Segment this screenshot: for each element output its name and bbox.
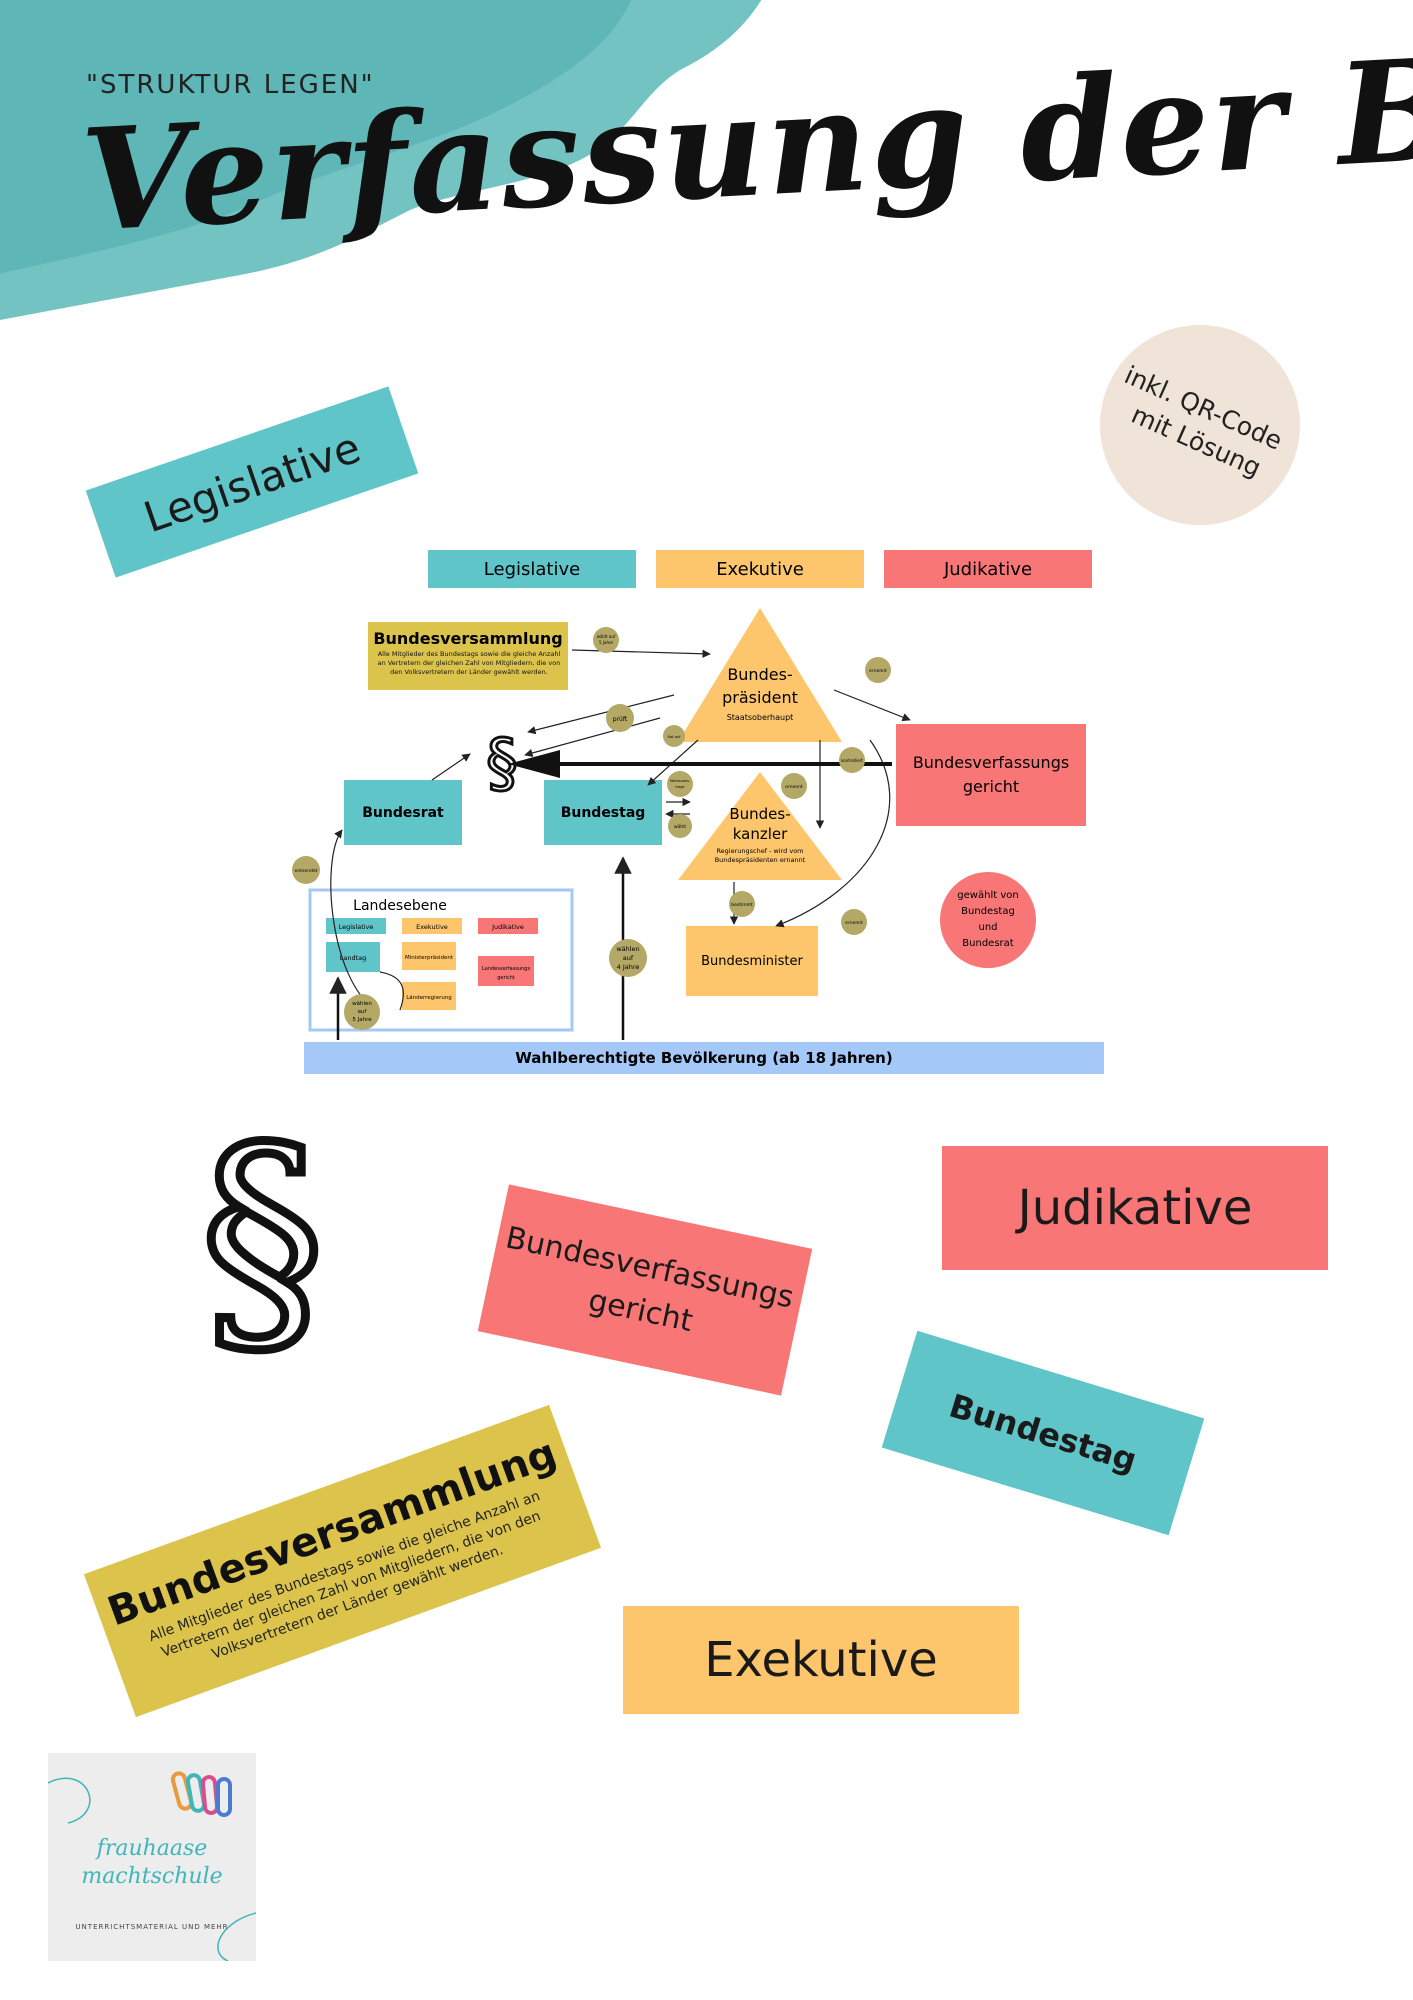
diagram-kanzler-line-2: kanzler [733, 825, 788, 843]
diagram-land-header-exekutive [402, 918, 462, 934]
diagram-bverfg [896, 724, 1086, 826]
paperclip-icon [48, 1771, 256, 1961]
card-judikative[interactable]: Judikative [942, 1146, 1328, 1270]
label-waehlen-bt-3: 4 Jahre [617, 963, 640, 971]
label-waehlt-1: wählt auf [597, 634, 616, 639]
diagram-population-label: Wahlberechtigte Bevölkerung (ab 18 Jahre… [515, 1049, 892, 1067]
diagram-header-exekutive-label: Exekutive [716, 559, 804, 580]
label-vertrauensfrage-2: frage [675, 785, 684, 789]
diagram-bverfg-line-1: Bundesverfassungs [913, 753, 1069, 772]
diagram-praesident-sub: Staatsoberhaupt [727, 713, 794, 722]
diagram-relation-labels: wählt auf 5 Jahre ernennt prüft löst auf… [292, 627, 891, 1030]
constitution-diagram: Legislative Exekutive Judikative Bundesv… [292, 550, 1104, 1074]
card-bundesversammlung[interactable]: Bundesversammlung Alle Mitglieder des Bu… [83, 1404, 602, 1718]
logo-name-line-2: machtschule [81, 1864, 223, 1889]
diagram-lverfg [478, 956, 534, 986]
label-waehlen-land-3: 5 Jahre [352, 1017, 372, 1023]
label-waehlen-bt-1: wählen [616, 945, 639, 953]
diagram-header-legislative-label: Legislative [484, 559, 580, 580]
label-waehlen-land-2: auf [358, 1009, 368, 1015]
label-vertrauensfrage-1: Vertrauens- [670, 779, 691, 783]
diagram-bundesversammlung-text: Alle Mitglieder des Bundestags sowie die… [377, 650, 561, 676]
label-waehlen-bt-2: auf [623, 954, 634, 962]
diagram-elected-line-3: und [978, 922, 997, 933]
card-exekutive-label: Exekutive [704, 1632, 938, 1688]
logo-tagline: UNTERRICHTSMATERIAL UND MEHR [75, 1923, 229, 1931]
diagram-laenderregierung-label: Länderregierung [406, 995, 452, 1001]
diagram-bundesrat-label: Bundesrat [362, 805, 444, 821]
label-ernennt-2: ernennt [785, 784, 803, 790]
card-judikative-label: Judikative [1017, 1180, 1253, 1236]
label-prueft: prüft [613, 716, 628, 723]
diagram-bundeskanzler [678, 772, 842, 880]
qr-code-badge: inkl. QR-Code mit Lösung [1100, 325, 1300, 525]
diagram-laenderregierung [402, 982, 456, 1010]
diagram-landesebene [308, 888, 574, 1032]
card-paragraph-icon[interactable]: § [196, 1094, 330, 1385]
label-waehlt-2: 5 Jahre [599, 640, 614, 645]
diagram-bundestag-label: Bundestag [561, 805, 646, 821]
label-ernennt: ernennt [869, 668, 887, 674]
diagram-elected-note [940, 872, 1036, 968]
diagram-elected-line-2: Bundestag [961, 906, 1015, 917]
diagram-elected-line-1: gewählt von [957, 890, 1018, 901]
label-waehlen-land-1: wählen [352, 1001, 372, 1007]
label-waehlt-kanzler: wählt [674, 824, 687, 830]
diagram-praesident-line-1: Bundes- [727, 665, 792, 684]
diagram-kanzler-line-1: Bundes- [729, 805, 790, 823]
diagram-bverfg-line-2: gericht [963, 777, 1019, 796]
diagram-bundestag [544, 780, 662, 845]
diagram-landtag [326, 942, 380, 972]
diagram-ministerpraesident [402, 942, 456, 970]
diagram-ministerpraesident-label: Ministerpräsident [405, 955, 454, 961]
diagram-arrows [330, 649, 911, 1011]
diagram-land-header-legislative [326, 918, 386, 934]
label-entsendet: entsendet [295, 868, 318, 874]
logo-name-line-1: frauhaase [96, 1836, 208, 1861]
diagram-control-arrowhead [508, 750, 560, 778]
label-kontrolliert: kontrolliert [841, 758, 863, 763]
diagram-header-exekutive [656, 550, 864, 588]
diagram-bundesminister-label: Bundesminister [701, 954, 803, 969]
label-ernennt-3: ernennt [845, 920, 863, 926]
card-exekutive[interactable]: Exekutive [623, 1606, 1019, 1714]
diagram-lverfg-line-2: gericht [497, 975, 515, 981]
diagram-kanzler-sub-1: Regierungschef - wird vom [716, 847, 803, 855]
diagram-bundesversammlung-text-wrap: Alle Mitglieder des Bundestags sowie die… [377, 650, 561, 676]
diagram-elected-line-4: Bundesrat [962, 938, 1013, 949]
label-bestimmt: bestimmt [731, 902, 753, 908]
diagram-header-judikative [884, 550, 1092, 588]
diagram-praesident-line-2: präsident [722, 688, 798, 707]
diagram-bundesversammlung-title: Bundesversammlung [373, 629, 562, 648]
diagram-landesebene-title: Landesebene [353, 898, 447, 914]
card-bundestag[interactable]: Bundestag [881, 1330, 1205, 1536]
diagram-kanzler-sub-2: Bundespräsidenten ernannt [715, 856, 806, 864]
card-legislative-label: Legislative [137, 422, 367, 542]
card-bundesverfassungsgericht[interactable]: Bundesverfassungs gericht [477, 1184, 813, 1396]
watercolor-background [0, 0, 762, 320]
subtitle: "STRUKTUR LEGEN" [86, 70, 375, 100]
diagram-land-header-judikative-label: Judikative [491, 923, 524, 931]
card-bundestag-label: Bundestag [944, 1386, 1142, 1480]
diagram-bundesrat [344, 780, 462, 845]
diagram-population-bar [304, 1042, 1104, 1074]
diagram-bundesminister [686, 926, 818, 996]
diagram-bundespraesident [678, 608, 842, 742]
diagram-land-header-legislative-label: Legislative [339, 923, 374, 931]
diagram-bundesversammlung [368, 622, 568, 690]
brand-logo: frauhaase machtschule UNTERRICHTSMATERIA… [48, 1753, 256, 1961]
diagram-landtag-label: Landtag [340, 954, 367, 962]
diagram-lverfg-line-1: Landesverfassungs [482, 966, 531, 972]
diagram-land-header-exekutive-label: Exekutive [416, 923, 448, 931]
diagram-header-legislative [428, 550, 636, 588]
diagram-land-header-judikative [478, 918, 538, 934]
label-loest-auf: löst auf [667, 735, 681, 739]
diagram-header-judikative-label: Judikative [943, 559, 1032, 580]
